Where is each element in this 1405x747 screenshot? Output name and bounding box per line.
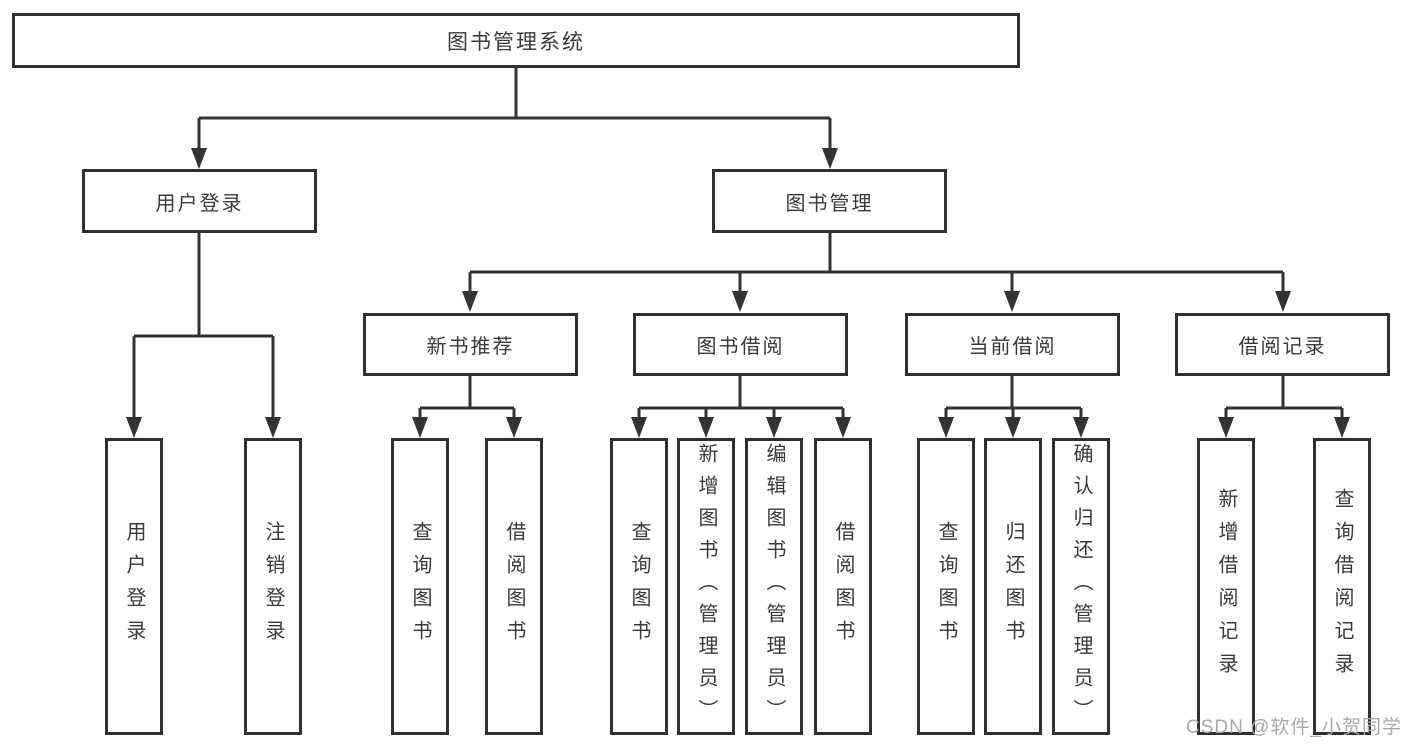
node-new-book-recommend: 新书推荐	[363, 313, 578, 376]
leaf-add-book-admin: 新增图书（管理员）	[677, 438, 735, 735]
leaf-return-book: 归还图书	[984, 438, 1042, 735]
node-current-borrow: 当前借阅	[905, 313, 1120, 376]
csdn-watermark: CSDN @软件_小贺同学	[1186, 717, 1402, 738]
node-book-management: 图书管理	[712, 169, 947, 233]
node-library-management-system: 图书管理系统	[12, 13, 1020, 68]
connector-book-borrow	[637, 376, 845, 423]
leaf-logout: 注销登录	[244, 438, 302, 735]
leaf-user-login: 用户登录	[105, 438, 163, 735]
leaf-query-books-borrow: 查询图书	[610, 438, 668, 735]
node-book-borrow: 图书借阅	[633, 313, 848, 376]
leaf-query-books-current: 查询图书	[917, 438, 975, 735]
connector-book-management	[468, 233, 1285, 297]
leaf-edit-book-admin: 编辑图书（管理员）	[745, 438, 803, 735]
connector-borrow-records	[1224, 376, 1344, 423]
node-user-login: 用户登录	[82, 169, 317, 233]
leaf-query-books-recommend: 查询图书	[391, 438, 449, 735]
connector-user-login	[132, 233, 275, 423]
arrowheads-user-login	[126, 417, 281, 438]
arrowheads-borrow-records	[1218, 417, 1350, 438]
arrowheads-book-borrow	[631, 417, 851, 438]
connector-current-borrow	[944, 376, 1083, 423]
arrowheads-current-borrow	[938, 417, 1089, 438]
leaf-query-borrow-record: 查询借阅记录	[1313, 438, 1371, 735]
leaf-add-borrow-record: 新增借阅记录	[1197, 438, 1255, 735]
leaf-borrow-books-recommend: 借阅图书	[485, 438, 543, 735]
connector-root	[197, 68, 832, 154]
connector-new-book	[418, 376, 516, 423]
arrowheads-new-book	[412, 417, 522, 438]
node-borrow-records: 借阅记录	[1175, 313, 1390, 376]
arrowheads-root	[191, 148, 838, 169]
leaf-borrow-books: 借阅图书	[814, 438, 872, 735]
leaf-confirm-return-admin: 确认归还（管理员）	[1052, 438, 1110, 735]
arrowheads-book-management	[462, 291, 1291, 312]
